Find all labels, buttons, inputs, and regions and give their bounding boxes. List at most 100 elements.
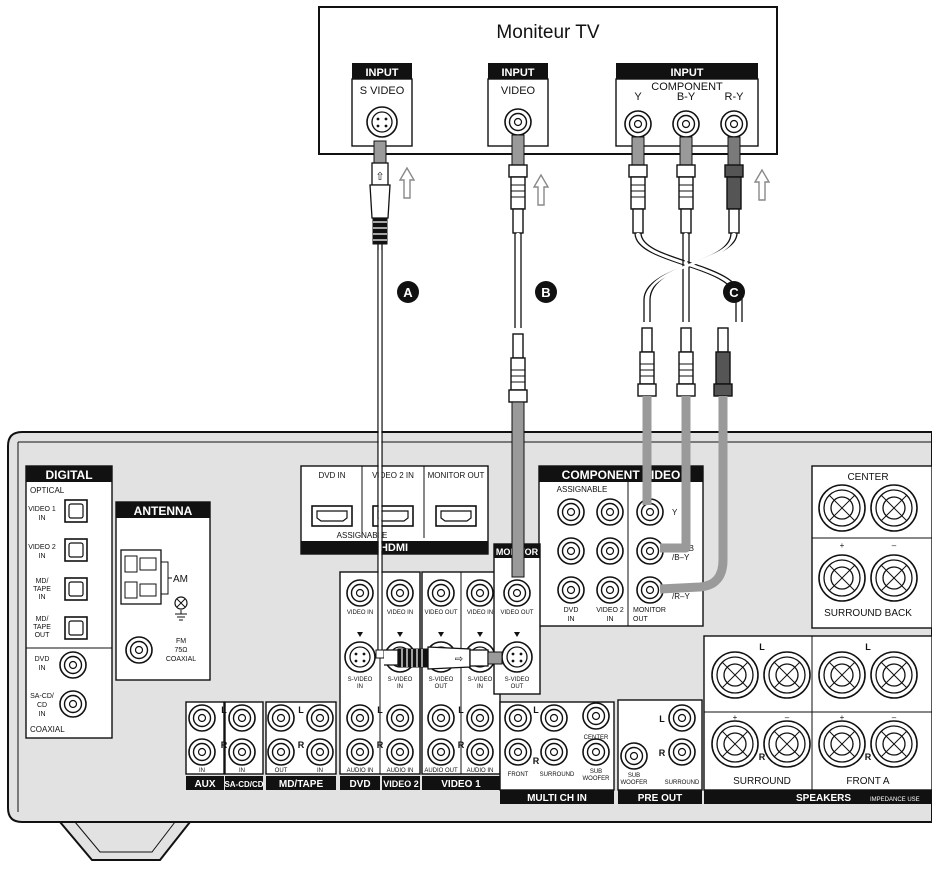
md-out-r-jack[interactable] [267, 738, 295, 766]
multi-front-label: FRONT [508, 772, 529, 778]
audio-video1-in-r-jack[interactable] [466, 738, 494, 766]
s-video-monitor-out-jack[interactable] [501, 641, 533, 673]
speaker-front-r-minus-terminal[interactable] [870, 720, 918, 768]
audio-video1-out-r-jack[interactable] [427, 738, 455, 766]
multi-center-label: CENTER [584, 735, 609, 741]
antenna-title: ANTENNA [134, 504, 193, 518]
fm-label: 75Ω [174, 647, 187, 654]
digital-section: DIGITAL OPTICAL VIDEO 1 IN VIDEO 2 IN MD… [25, 465, 113, 739]
coaxial-sacd-in-jack[interactable] [59, 690, 87, 718]
component-monitor-pb-jack[interactable] [636, 537, 664, 565]
optical-video2-in-jack[interactable] [64, 538, 88, 562]
audio-dvd-l-jack[interactable] [346, 704, 374, 732]
digital-optical-label: OPTICAL [30, 486, 65, 495]
speaker-r-label: R [759, 752, 766, 762]
multi-center-jack[interactable] [582, 702, 610, 730]
video-video1-out-jack[interactable] [427, 579, 455, 607]
multi-surround-r-jack[interactable] [540, 738, 568, 766]
speaker-surround-r-minus-terminal[interactable] [763, 720, 811, 768]
dvd-title: DVD [349, 779, 370, 790]
sacd-r-jack[interactable] [228, 738, 256, 766]
tv-title: Moniteur TV [496, 22, 599, 43]
component-dvd-y-jack[interactable] [557, 498, 585, 526]
pre-out-subwoofer-jack[interactable] [620, 742, 648, 770]
fm-label: FM [176, 638, 186, 645]
multi-surround-l-jack[interactable] [540, 704, 568, 732]
md-in-r-jack[interactable] [306, 738, 334, 766]
tv-component-tag: INPUT [671, 67, 704, 79]
audio-video1-out-l-jack[interactable] [427, 704, 455, 732]
component-y-label: Y [672, 508, 678, 517]
multi-ch-in-section: L R CENTER FRONT SURROUND SUB WOOFER MUL… [499, 701, 615, 804]
audio-video2-l-jack[interactable] [386, 704, 414, 732]
hdmi-dvd-in-port[interactable] [311, 505, 353, 527]
cable-a-badge [397, 281, 419, 303]
video-dvd-in-jack[interactable] [346, 579, 374, 607]
pre-out-surround-r-jack[interactable] [668, 738, 696, 766]
audio-dvd-r-jack[interactable] [346, 738, 374, 766]
speaker-surround-back-minus-terminal[interactable] [870, 554, 918, 602]
video1-title: VIDEO 1 [441, 779, 481, 790]
multi-subwoofer-jack[interactable] [582, 738, 610, 766]
speaker-surround-back-plus-terminal[interactable] [818, 554, 866, 602]
speaker-surround-back-label: SURROUND BACK [824, 608, 912, 619]
s-video-in-label: S-VIDEO [468, 677, 493, 683]
audio-r-label: R [221, 740, 228, 750]
speaker-center-minus-terminal[interactable] [870, 484, 918, 532]
component-monitor-pr-jack[interactable] [636, 576, 664, 604]
speaker-front-r-plus-terminal[interactable] [818, 720, 866, 768]
speaker-surround-l-plus-terminal[interactable] [711, 651, 759, 699]
md-out-l-jack[interactable] [267, 704, 295, 732]
tv-by-label: B-Y [677, 91, 696, 103]
plus-label: + [840, 541, 845, 550]
video-video1-in-jack[interactable] [466, 579, 494, 607]
speaker-center-plus-terminal[interactable] [818, 484, 866, 532]
optical-md-tape-out-jack[interactable] [64, 616, 88, 640]
audio-in-label: AUDIO IN [387, 768, 414, 774]
audio-r-label: R [458, 740, 465, 750]
component-video2-pr-jack[interactable] [596, 576, 624, 604]
component-dvd-pr-jack[interactable] [557, 576, 585, 604]
tv-monitor: Moniteur TV INPUT S VIDEO INPUT VIDEO IN… [318, 6, 778, 155]
audio-in-label: AUDIO IN [347, 768, 374, 774]
optical-md-tape-in-jack[interactable] [64, 577, 88, 601]
pre-out-surround-l-jack[interactable] [668, 704, 696, 732]
video-out-label: VIDEO OUT [424, 610, 457, 616]
speakers-impedance-label: IMPEDANCE USE [870, 797, 920, 803]
audio-video1-in-l-jack[interactable] [466, 704, 494, 732]
video-out-label: VIDEO OUT [500, 610, 533, 616]
fm-coaxial-jack[interactable] [125, 636, 153, 664]
speaker-front-l-minus-terminal[interactable] [870, 651, 918, 699]
digital-coaxial-label: COAXIAL [30, 725, 65, 734]
hdmi-monitor-out-port[interactable] [435, 505, 477, 527]
speaker-surround-l-minus-terminal[interactable] [763, 651, 811, 699]
sacd-l-jack[interactable] [228, 704, 256, 732]
tv-video-input[interactable]: INPUT VIDEO [487, 63, 549, 147]
aux-l-jack[interactable] [188, 704, 216, 732]
video-monitor-out-jack[interactable] [503, 579, 531, 607]
tv-component-input[interactable]: INPUT COMPONENT Y B-Y R-Y [615, 63, 759, 147]
speaker-front-l-plus-terminal[interactable] [818, 651, 866, 699]
s-video-jack-icon [366, 106, 398, 138]
component-video2-pb-jack[interactable] [596, 537, 624, 565]
video-audio-panel: MONITOR VIDEO IN VIDEO IN VIDEO OUT VIDE… [339, 543, 541, 775]
aux-in-label: IN [199, 768, 205, 774]
tv-svideo-input[interactable]: INPUT S VIDEO [351, 63, 413, 147]
coax-sacd-label: SA-CD/ [30, 693, 54, 700]
rca-jack-icon [504, 108, 532, 136]
speaker-surround-r-plus-terminal[interactable] [711, 720, 759, 768]
s-video-dvd-in-jack[interactable] [344, 641, 376, 673]
md-in-l-jack[interactable] [306, 704, 334, 732]
component-video2-y-jack[interactable] [596, 498, 624, 526]
optical-video1-in-jack[interactable] [64, 499, 88, 523]
coaxial-dvd-in-jack[interactable] [59, 651, 87, 679]
component-dvd-pb-jack[interactable] [557, 537, 585, 565]
component-monitor-label: OUT [633, 616, 649, 623]
multi-front-r-jack[interactable] [504, 738, 532, 766]
audio-video2-r-jack[interactable] [386, 738, 414, 766]
multi-sub-label: WOOFER [583, 776, 611, 782]
s-video-in-label: IN [397, 684, 403, 690]
video-video2-in-jack[interactable] [386, 579, 414, 607]
multi-front-l-jack[interactable] [504, 704, 532, 732]
aux-r-jack[interactable] [188, 738, 216, 766]
